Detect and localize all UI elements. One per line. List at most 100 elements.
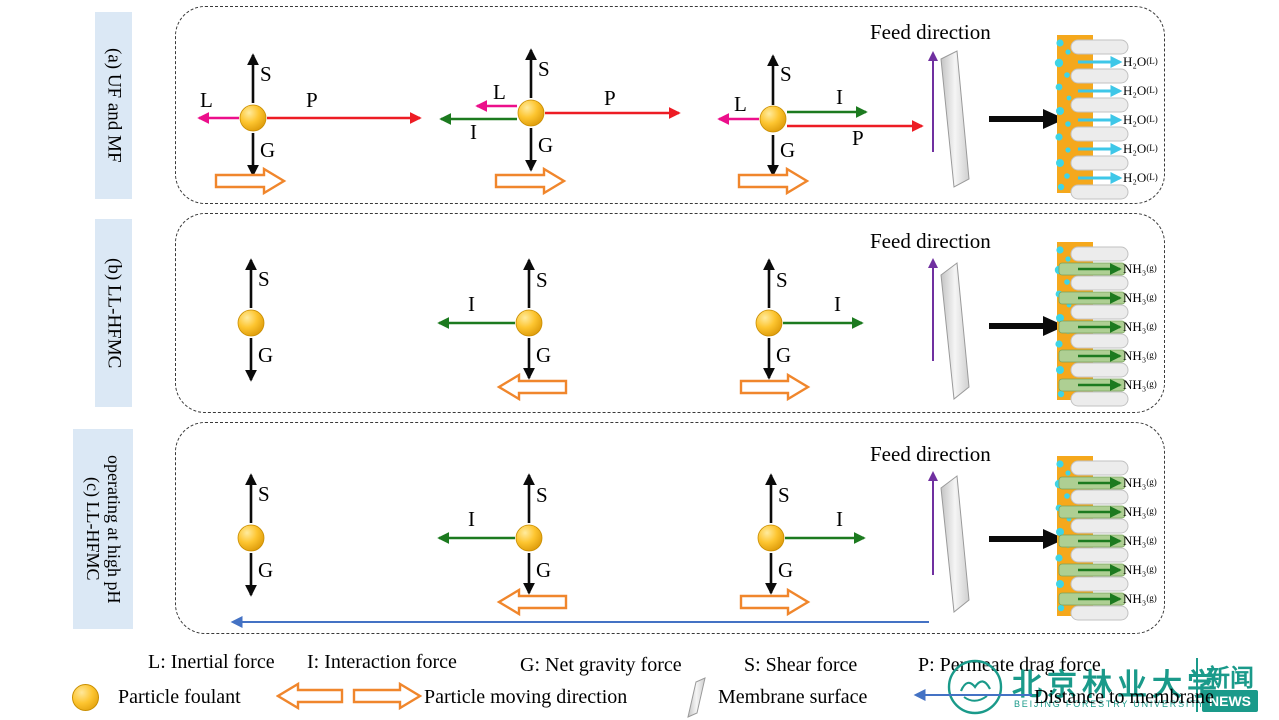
panel-c-side-label-line1: (c) LL-HFMC [83,477,103,581]
feed-direction-label: Feed direction [870,229,991,253]
particle-group-1: S G [237,258,273,382]
membrane-cross-section [1054,35,1129,200]
particle-foulant [237,309,265,337]
label-gravity: G [538,133,553,157]
particle-group-2: S G L I P [439,48,681,196]
permeate-label: NH₃(g) [1123,319,1157,334]
particle-foulant [515,524,543,552]
moving-direction-arrow-right [214,166,287,196]
permeate-label: NH₃(g) [1123,533,1157,548]
label-interaction: I [468,292,475,316]
label-interaction: I [470,120,477,144]
legend-particle-icon [72,684,99,711]
label-permeate: P [306,88,318,112]
permeate-label: H₂O(L) [1123,112,1158,127]
university-emblem-icon [947,659,1003,715]
moving-direction-arrow-right [739,372,811,402]
particle-group-3: S G I [739,258,864,402]
news-badge: NEWS [1202,690,1258,712]
label-interaction: I [836,507,843,531]
permeate-label: NH₃(g) [1123,261,1157,276]
moving-direction-arrow-right [352,681,423,711]
label-gravity: G [258,343,273,367]
permeate-label: NH₃(g) [1123,562,1157,577]
legend-moving-direction-label: Particle moving direction [424,686,628,708]
particle-foulant [237,524,265,552]
membrane-pore-texture [1054,39,1072,191]
flow-to-membrane-arrowhead [1043,109,1065,129]
legend-interaction-force: I: Interaction force [307,651,457,673]
moving-direction-arrow-right [737,166,810,196]
permeate-label: H₂O(L) [1123,83,1158,98]
permeate-label: H₂O(L) [1123,170,1158,185]
label-shear: S [260,62,272,86]
label-gravity: G [776,343,791,367]
panel-c-diagram: S G S G I S G I Feed direction [230,442,1129,628]
feed-direction-label: Feed direction [870,442,991,466]
particle-foulant [757,524,785,552]
permeate-label: H₂O(L) [1123,141,1158,156]
moving-direction-arrow-left [496,372,568,402]
membrane-surface [940,475,970,613]
particle-foulant [239,104,267,132]
news-label-cn: 新闻 [1206,666,1254,692]
panel-c-side-label: (c) LL-HFMC operating at high pH [73,429,133,629]
particle-group-2: S G I [437,473,568,617]
label-inertial: L [734,92,747,116]
moving-direction-arrow-left [496,587,568,617]
label-inertial: L [493,80,506,104]
permeate-label: NH₃(g) [1123,591,1157,606]
panel-c: S G S G I S G I Feed direction [175,422,1165,634]
membrane-surface [940,262,970,400]
label-interaction: I [834,292,841,316]
label-shear: S [536,483,548,507]
feed-and-membrane: Feed direction [230,442,1065,628]
particle-group-2: S G I [437,258,568,402]
permeate-labels: H₂O(L) H₂O(L) H₂O(L) H₂O(L) H₂O(L) [1123,47,1199,192]
legend-moving-direction-icons [276,681,423,711]
particle-group-3: S G L I P [717,54,924,196]
legend-particle-foulant-label: Particle foulant [118,686,241,708]
label-shear: S [780,62,792,86]
permeate-label: NH₃(g) [1123,504,1157,519]
permeate-label: H₂O(L) [1123,54,1158,69]
panel-b: S G S G I S G I Feed direction [175,213,1165,413]
legend-distance-arrow-icon [913,689,1032,701]
membrane-fingers [1070,460,1129,621]
legend-membrane-icon [687,677,706,718]
permeate-label: NH₃(g) [1123,290,1157,305]
permeate-labels: NH₃(g) NH₃(g) NH₃(g) NH₃(g) NH₃(g) [1123,254,1199,399]
membrane-fingers [1070,246,1129,407]
label-shear: S [536,268,548,292]
moving-direction-arrow-left [276,681,344,711]
label-gravity: G [258,558,273,582]
label-shear: S [538,57,550,81]
permeate-label: NH₃(g) [1123,475,1157,490]
particle-foulant [517,99,545,127]
legend-net-gravity-force: G: Net gravity force [520,654,682,676]
feed-and-membrane: Feed direction [870,20,1065,188]
panel-a-side-label: (a) UF and MF [95,12,132,199]
panel-a-diagram: S G L P S G L I P S G [197,20,1129,200]
permeate-label: NH₃(g) [1123,377,1157,392]
legend-permeate-drag-force: P: Permeate drag force [918,654,1101,676]
label-shear: S [258,267,270,291]
membrane-fingers [1070,39,1129,200]
particle-foulant [515,309,543,337]
label-interaction: I [836,85,843,109]
label-gravity: G [780,138,795,162]
feed-direction-label: Feed direction [870,20,991,44]
membrane-pore-texture [1054,246,1072,398]
feed-and-membrane: Feed direction [870,229,1065,400]
label-inertial: L [200,88,213,112]
label-shear: S [778,483,790,507]
label-gravity: G [536,558,551,582]
membrane-cross-section [1054,456,1129,621]
flow-to-membrane-arrowhead [1043,316,1065,336]
label-permeate: P [604,86,616,110]
logo-divider [1196,658,1198,712]
panel-a: S G L P S G L I P S G [175,6,1165,204]
moving-direction-arrow-right [739,587,811,617]
legend-distance-label: Distance to membrane [1034,686,1214,708]
label-permeate: P [852,126,864,150]
